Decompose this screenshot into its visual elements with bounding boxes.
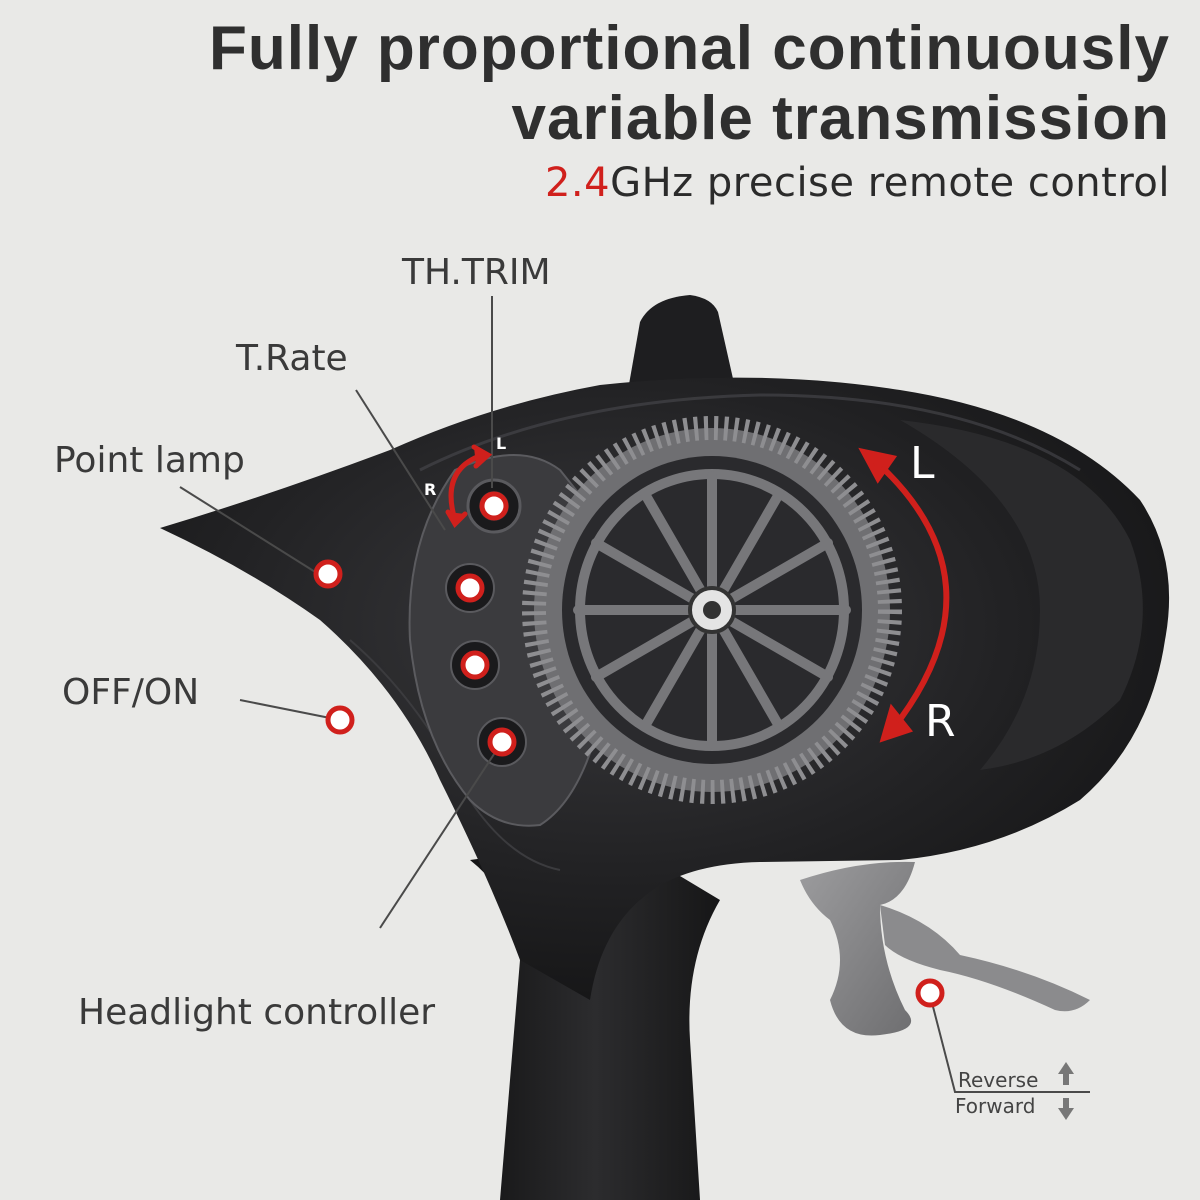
marker-point-lamp-button — [460, 650, 490, 680]
marker-off-on — [325, 705, 355, 735]
throttle-trigger[interactable] — [800, 861, 1090, 1036]
marker-t-rate — [455, 573, 485, 603]
reverse-arrow-icon — [1058, 1062, 1074, 1085]
steering-wheel[interactable] — [522, 416, 902, 804]
forward-arrow-icon — [1058, 1098, 1074, 1120]
knob-left-letter: L — [496, 434, 507, 453]
subheadline: 2.4GHz precise remote control — [545, 160, 1170, 206]
label-th-trim: TH.TRIM — [402, 252, 551, 293]
leader-t-rate — [355, 389, 446, 531]
leader-trigger — [929, 994, 1090, 1093]
label-t-rate: T.Rate — [236, 338, 348, 379]
marker-trigger — [915, 978, 945, 1008]
knob-direction-arrow — [445, 444, 493, 529]
wheel-left-letter: L — [910, 438, 935, 489]
side-texture — [900, 420, 1143, 770]
leader-point-lamp — [179, 486, 321, 576]
subheadline-rest: GHz precise remote control — [610, 160, 1170, 206]
marker-headlight-button — [487, 727, 517, 757]
leader-headlight — [379, 744, 501, 929]
label-off-on: OFF/ON — [62, 672, 200, 713]
headline-line-2: variable transmission — [511, 84, 1170, 153]
knob-right-letter: R — [424, 480, 437, 499]
label-reverse: Reverse — [958, 1068, 1039, 1092]
wheel-direction-arrow — [858, 447, 950, 743]
marker-point-lamp — [313, 559, 343, 589]
antenna — [628, 295, 736, 392]
headline: Fully proportional continuously variable… — [209, 14, 1170, 154]
label-headlight-controller: Headlight controller — [78, 992, 436, 1033]
frequency-value: 2.4 — [544, 160, 611, 206]
leader-off-on — [239, 699, 331, 719]
marker-th-trim — [479, 491, 509, 521]
headline-line-1: Fully proportional continuously — [209, 14, 1170, 83]
wheel-right-letter: R — [925, 696, 956, 747]
label-point-lamp: Point lamp — [54, 440, 245, 481]
label-forward: Forward — [955, 1094, 1036, 1118]
markers — [313, 491, 945, 1008]
